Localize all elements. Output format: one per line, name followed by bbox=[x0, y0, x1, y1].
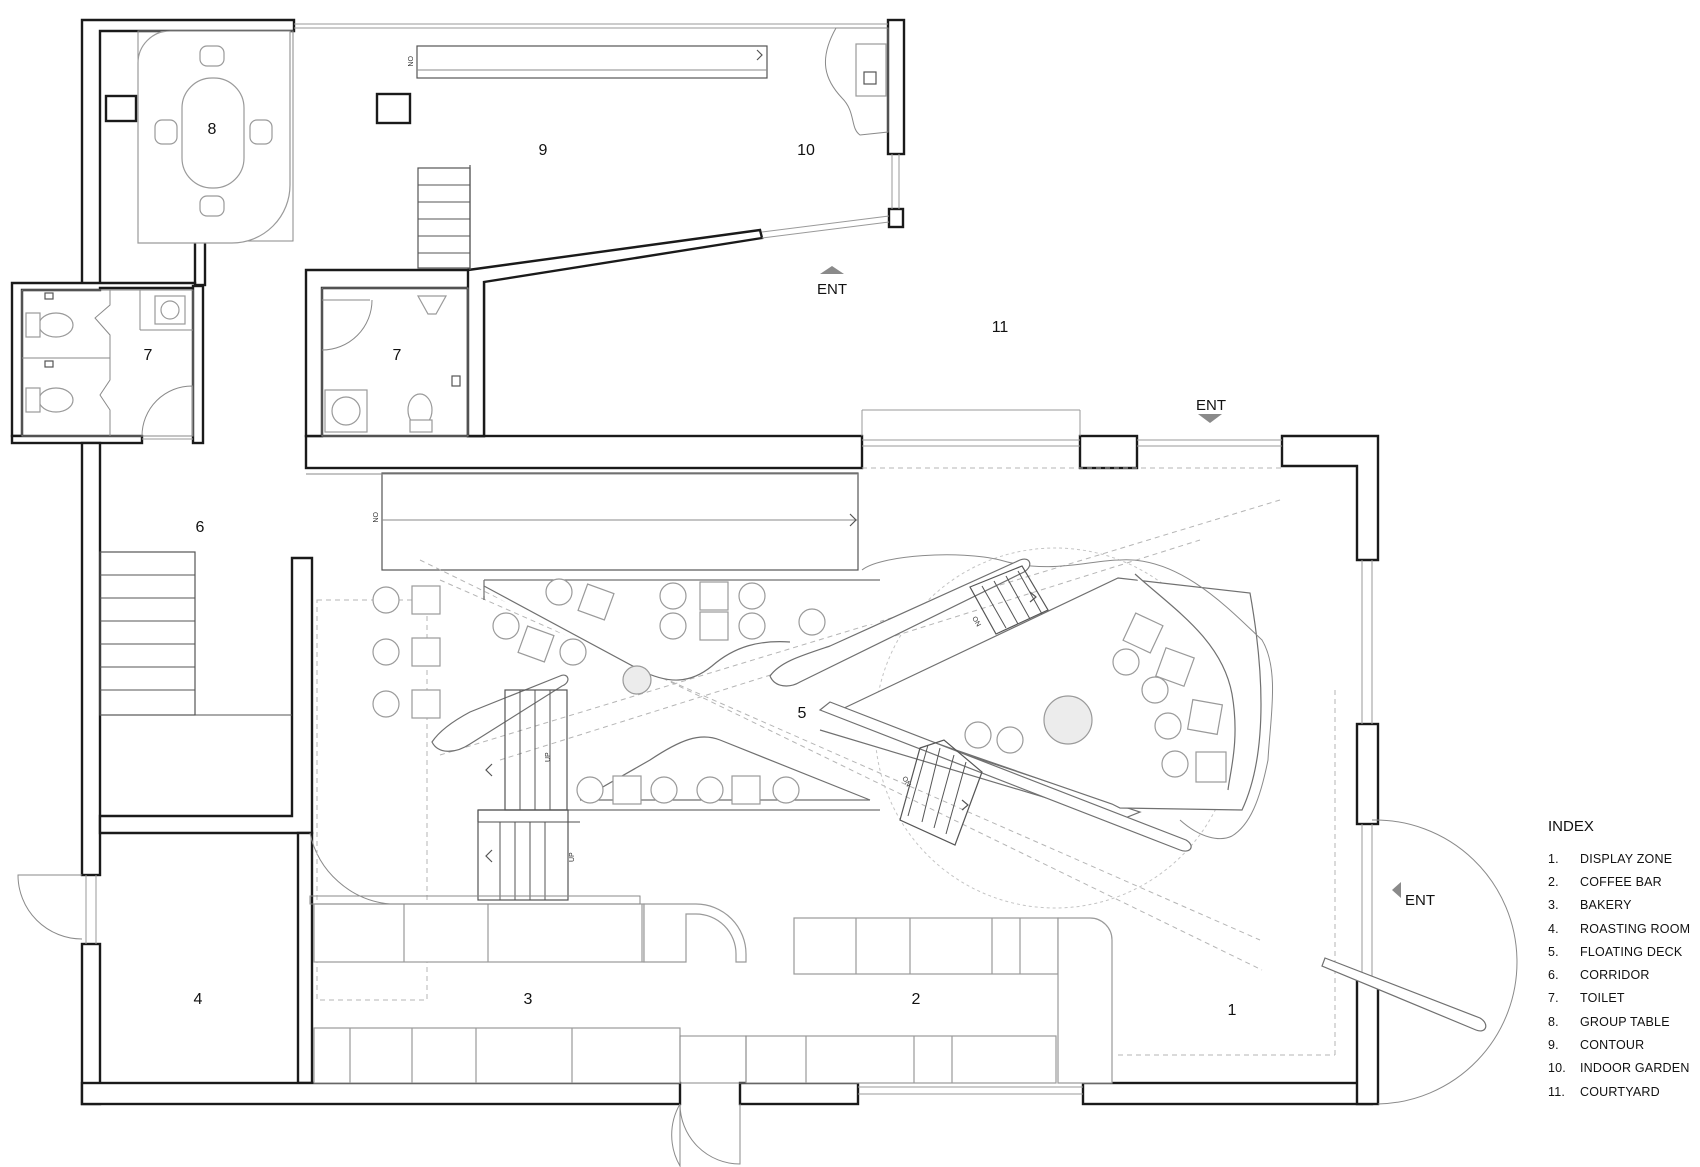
index-item-number: 9. bbox=[1548, 1038, 1559, 1053]
index-item-number: 2. bbox=[1548, 874, 1559, 889]
toilet-left-fixtures bbox=[21, 289, 194, 437]
wall-bottom-mid bbox=[738, 1081, 860, 1106]
index-item: 4. ROASTING ROOM bbox=[1548, 917, 1698, 940]
index-item: 3. BAKERY bbox=[1548, 894, 1698, 917]
wall-right-bottom bbox=[1355, 978, 1380, 1106]
stairs-deck-lower bbox=[899, 739, 983, 846]
stair-mark-on-top: ON bbox=[406, 56, 413, 67]
room-label-group-table: 8 bbox=[208, 121, 217, 138]
index-item-label: CORRIDOR bbox=[1580, 968, 1650, 983]
index-item-label: FLOATING DECK bbox=[1580, 944, 1683, 959]
room-label-toilet-right: 7 bbox=[393, 347, 402, 364]
index-item-number: 4. bbox=[1548, 921, 1559, 936]
index-item-number: 3. bbox=[1548, 898, 1559, 913]
index-item: 8. GROUP TABLE bbox=[1548, 1010, 1698, 1033]
wall-courtyard-wedge bbox=[466, 228, 764, 438]
room-label-bakery: 3 bbox=[524, 991, 533, 1008]
index-item: 1. DISPLAY ZONE bbox=[1548, 847, 1698, 870]
index-item-label: DISPLAY ZONE bbox=[1580, 851, 1673, 866]
index-item: 7. TOILET bbox=[1548, 987, 1698, 1010]
wall-toilet-left-bottom bbox=[10, 434, 144, 445]
wall-roasting-left bbox=[80, 942, 102, 1106]
stairs-deck-upper bbox=[969, 565, 1049, 635]
index-item: 5. FLOATING DECK bbox=[1548, 940, 1698, 963]
stair-mark-on-deck-1: ON bbox=[970, 616, 981, 629]
index-item-label: TOILET bbox=[1580, 991, 1625, 1006]
wall-corridor-left bbox=[80, 441, 102, 877]
index-item-label: GROUP TABLE bbox=[1580, 1014, 1670, 1029]
index-item-label: INDOOR GARDEN bbox=[1580, 1061, 1690, 1076]
wall-bottom-right bbox=[1081, 1081, 1374, 1106]
index-item-number: 6. bbox=[1548, 968, 1559, 983]
deck-furniture bbox=[372, 578, 1227, 805]
stairs-corridor bbox=[99, 551, 292, 716]
room-label-roasting-room: 4 bbox=[194, 991, 203, 1008]
index-item-label: COURTYARD bbox=[1580, 1084, 1660, 1099]
room-label-corridor: 6 bbox=[196, 519, 205, 536]
index-legend: INDEX 1. DISPLAY ZONE 2. COFFEE BAR 3. BAKERY… bbox=[1548, 818, 1698, 1103]
index-item-number: 11. bbox=[1548, 1084, 1566, 1099]
stairs-up bbox=[477, 689, 569, 901]
ent-arrow-right bbox=[1392, 882, 1401, 898]
wall-bottom-left bbox=[80, 1081, 682, 1106]
wall-toilet-left-right bbox=[191, 284, 205, 445]
room-label-contour: 9 bbox=[539, 142, 548, 159]
wall-group-room-pier bbox=[193, 240, 207, 287]
index-item-label: BAKERY bbox=[1580, 898, 1632, 913]
stair-mark-on-deck-2: ON bbox=[900, 776, 911, 789]
index-item-number: 8. bbox=[1548, 1014, 1559, 1029]
stair-mark-up-2: UP bbox=[569, 852, 576, 862]
ent-label-middle: ENT bbox=[1196, 397, 1226, 414]
wall-right-top bbox=[1280, 434, 1380, 562]
index-item-number: 1. bbox=[1548, 851, 1559, 866]
room-label-toilet-left: 7 bbox=[144, 347, 153, 364]
floating-deck: ON ON bbox=[372, 554, 1487, 1032]
index-item: 2. COFFEE BAR bbox=[1548, 870, 1698, 893]
toilet-right-fixtures bbox=[321, 287, 469, 437]
index-item: 10. INDOOR GARDEN bbox=[1548, 1057, 1698, 1080]
index-item-label: COFFEE BAR bbox=[1580, 874, 1662, 889]
wall-shop-pier bbox=[1078, 434, 1139, 470]
group-table bbox=[137, 30, 294, 244]
stair-mark-on-mid: ON bbox=[371, 512, 378, 523]
indoor-garden bbox=[824, 27, 889, 136]
glazing bbox=[85, 23, 1373, 1095]
room-label-floating-deck: 5 bbox=[798, 705, 807, 722]
contour-bench: ON bbox=[406, 45, 768, 270]
index-item-number: 10. bbox=[1548, 1061, 1566, 1076]
ent-arrow-middle bbox=[1198, 414, 1222, 423]
index-item: 11. COURTYARD bbox=[1548, 1080, 1698, 1103]
index-item-label: CONTOUR bbox=[1580, 1038, 1645, 1053]
entry-bench: ON bbox=[306, 472, 859, 571]
room-label-courtyard: 11 bbox=[992, 319, 1009, 336]
index-item-number: 7. bbox=[1548, 991, 1559, 1006]
wall-right-mid bbox=[1355, 722, 1380, 826]
walls bbox=[10, 18, 1380, 1106]
ent-arrow-top bbox=[820, 266, 844, 274]
index-list: 1. DISPLAY ZONE 2. COFFEE BAR 3. BAKERY 4. ROAS… bbox=[1548, 847, 1698, 1103]
counters bbox=[309, 895, 1113, 1084]
room-label-coffee-bar: 2 bbox=[912, 991, 921, 1008]
column bbox=[104, 94, 138, 123]
room-label-indoor-garden: 10 bbox=[797, 142, 815, 159]
stairs-top bbox=[417, 167, 471, 269]
wall-stair-enclosure bbox=[98, 556, 314, 835]
doors bbox=[17, 299, 1518, 1167]
column bbox=[375, 92, 412, 125]
index-item-label: ROASTING ROOM bbox=[1580, 921, 1691, 936]
wall-roasting-right bbox=[296, 831, 314, 1085]
wall-garden bbox=[886, 18, 906, 156]
wall-shop-top bbox=[304, 434, 864, 470]
wall-garden-end bbox=[887, 207, 905, 229]
ent-label-top: ENT bbox=[817, 281, 847, 298]
ent-label-right: ENT bbox=[1405, 892, 1435, 909]
index-item: 9. CONTOUR bbox=[1548, 1033, 1698, 1056]
stair-mark-up-1: UP bbox=[545, 752, 552, 762]
index-item-number: 5. bbox=[1548, 944, 1559, 959]
index-title: INDEX bbox=[1548, 818, 1594, 835]
index-item: 6. CORRIDOR bbox=[1548, 963, 1698, 986]
room-label-display-zone: 1 bbox=[1228, 1002, 1237, 1019]
